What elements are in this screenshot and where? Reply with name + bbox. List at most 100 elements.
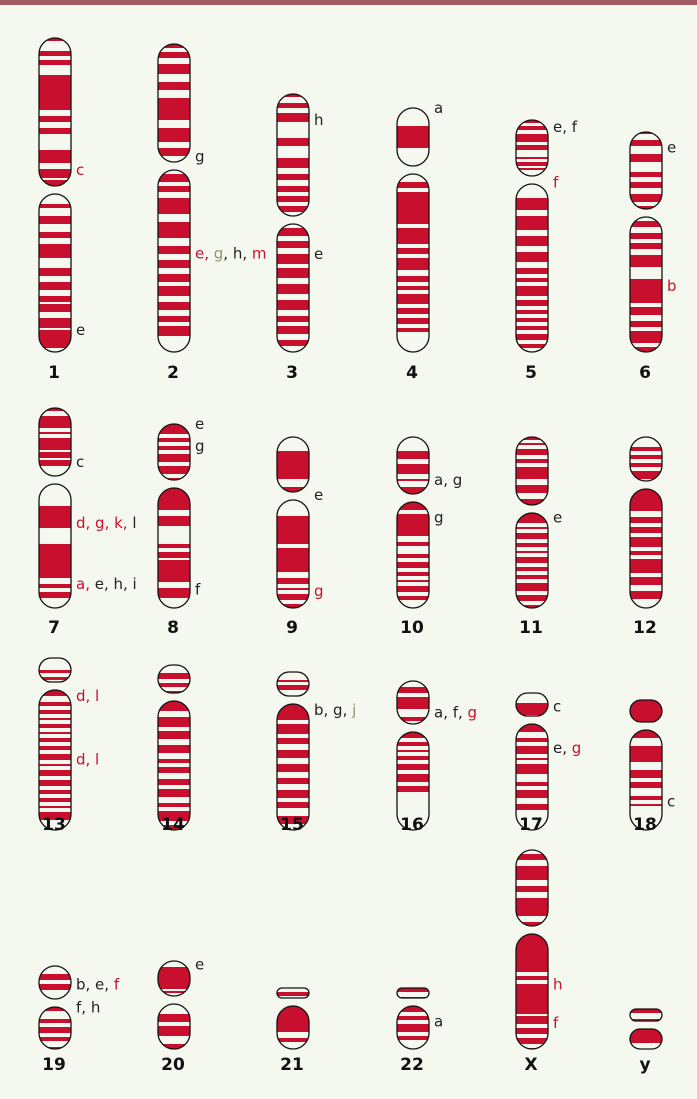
chromosome-band bbox=[629, 577, 663, 585]
chromosome-band bbox=[38, 416, 72, 428]
chromosome-band bbox=[38, 296, 72, 302]
p-arm-bands bbox=[629, 447, 663, 479]
chromosome-band bbox=[157, 683, 191, 687]
chromosome-band bbox=[629, 140, 663, 146]
chromosome-band bbox=[276, 326, 310, 334]
chromosome-number: 22 bbox=[400, 1055, 424, 1075]
chromosome-band bbox=[276, 548, 310, 572]
chromosome-8: egf8 bbox=[157, 415, 205, 638]
gene-annotation: c bbox=[667, 792, 675, 810]
chromosome-band bbox=[276, 578, 310, 584]
chromosome-number: 9 bbox=[286, 618, 298, 638]
q-arm-bands bbox=[629, 730, 663, 806]
gene-annotation: d, l bbox=[76, 687, 99, 705]
p-arm-bands bbox=[629, 1009, 663, 1021]
chromosome-band bbox=[38, 764, 72, 766]
chromosome-4: a4 bbox=[396, 99, 443, 383]
chromosome-band bbox=[276, 750, 310, 758]
chromosome-number: 5 bbox=[525, 363, 537, 383]
chromosome-band bbox=[515, 527, 549, 529]
p-arm-bands bbox=[38, 974, 72, 990]
chromosome-band bbox=[157, 544, 191, 548]
chromosome-band bbox=[157, 779, 191, 785]
chromosome-band bbox=[396, 774, 430, 782]
q-arm-bands bbox=[38, 690, 72, 820]
p-arm-bands bbox=[157, 424, 191, 480]
annotation-part: f bbox=[553, 174, 559, 192]
annotation-part: a, g bbox=[434, 471, 462, 489]
q-arm-bands bbox=[157, 488, 191, 598]
chromosome-band bbox=[396, 308, 430, 314]
chromosome-band bbox=[38, 1019, 72, 1023]
gene-annotation: e, g bbox=[553, 739, 581, 757]
q-arm-bands bbox=[629, 489, 663, 599]
annotation-part: d, g, k, bbox=[76, 514, 132, 532]
gene-annotation: e bbox=[314, 245, 323, 263]
chromosome-number: y bbox=[639, 1055, 650, 1075]
chromosome-band bbox=[629, 489, 663, 511]
q-arm-bands bbox=[276, 516, 310, 608]
chromosome-band bbox=[157, 326, 191, 336]
chromosome-band bbox=[157, 516, 191, 526]
chromosome-band bbox=[276, 778, 310, 784]
annotation-part: g bbox=[434, 508, 444, 526]
chromosome-band bbox=[629, 700, 663, 722]
chromosome-15: b, g, j15 bbox=[276, 672, 356, 835]
chromosome-band bbox=[38, 216, 72, 224]
chromosome-band bbox=[396, 192, 430, 224]
chromosome-band bbox=[38, 746, 72, 750]
chromosome-band bbox=[276, 588, 310, 590]
q-arm-bands bbox=[396, 182, 430, 332]
chromosome-band bbox=[629, 463, 663, 467]
p-arm-bands bbox=[515, 854, 549, 926]
q-arm-bands bbox=[38, 1007, 72, 1049]
chromosome-band bbox=[38, 798, 72, 802]
annotation-part: e bbox=[314, 486, 323, 504]
chromosome-band bbox=[157, 148, 191, 156]
chromosome-22: a22 bbox=[396, 988, 443, 1075]
chromosome-band bbox=[157, 552, 191, 558]
chromosome-band bbox=[396, 742, 430, 746]
chromosome-band bbox=[157, 186, 191, 192]
chromosome-band bbox=[38, 432, 72, 434]
chromosome-band bbox=[157, 588, 191, 598]
chromosome-band bbox=[38, 116, 72, 122]
p-arm-outline bbox=[277, 672, 309, 696]
chromosome-number: 20 bbox=[161, 1055, 185, 1075]
q-arm-bands bbox=[276, 228, 310, 346]
chromosome-band bbox=[629, 233, 663, 239]
q-arm-bands bbox=[276, 704, 310, 824]
q-arm-bands bbox=[38, 506, 72, 598]
p-arm-bands bbox=[515, 437, 549, 505]
chromosome-band bbox=[396, 764, 430, 770]
annotation-part: d, l bbox=[76, 687, 99, 705]
chromosome-band bbox=[515, 758, 549, 760]
chromosome-20: e20 bbox=[157, 956, 204, 1075]
annotation-part: d, l bbox=[76, 750, 99, 768]
chromosome-band bbox=[276, 284, 310, 294]
chromosome-12: 12 bbox=[629, 437, 663, 638]
chromosome-band bbox=[157, 82, 191, 90]
p-arm-bands bbox=[157, 44, 191, 156]
p-arm-bands bbox=[515, 120, 549, 170]
chromosome-band bbox=[276, 516, 310, 544]
gene-annotation: e bbox=[553, 508, 562, 526]
chromosome-band bbox=[629, 279, 663, 303]
chromosome-band bbox=[629, 591, 663, 599]
p-arm-bands bbox=[157, 673, 191, 693]
chromosome-number: 12 bbox=[633, 618, 657, 638]
chromosome-band bbox=[157, 745, 191, 753]
gene-annotation: e, g, h, m bbox=[195, 244, 267, 262]
chromosome-number: 15 bbox=[280, 815, 304, 835]
gene-annotation: e bbox=[195, 415, 204, 433]
chromosome-band bbox=[515, 459, 549, 463]
chromosome-band bbox=[38, 128, 72, 134]
chromosome-band bbox=[396, 1036, 430, 1040]
chromosome-band bbox=[629, 730, 663, 738]
chromosome-band bbox=[157, 446, 191, 450]
chromosome-band bbox=[38, 51, 72, 56]
chromosome-band bbox=[629, 782, 663, 788]
chromosome-band bbox=[629, 796, 663, 800]
chromosome-band bbox=[38, 232, 72, 238]
chromosome-band bbox=[629, 551, 663, 555]
